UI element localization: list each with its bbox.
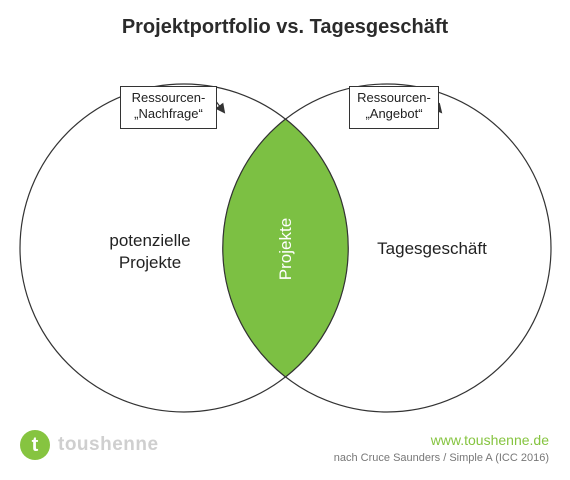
intersection-label: Projekte: [276, 218, 295, 280]
resource-demand-box: Ressourcen- „Nachfrage“: [120, 86, 217, 129]
resource-supply-box: Ressourcen- „Angebot“: [349, 86, 439, 129]
resource-demand-line-2: „Nachfrage“: [134, 106, 203, 121]
website-link[interactable]: www.toushenne.de: [430, 432, 549, 448]
right-circle-label-line-1: Tagesgeschäft: [377, 239, 487, 258]
left-circle-label: potenzielle Projekte: [85, 230, 215, 274]
left-circle-label-line-1: potenzielle: [109, 231, 191, 250]
resource-demand-line-1: Ressourcen-: [131, 90, 206, 105]
left-circle-label-line-2: Projekte: [118, 253, 182, 272]
logo-text: toushenne: [58, 434, 159, 455]
toushenne-logo: t toushenne: [20, 428, 159, 462]
intersection-lens: [222, 118, 349, 378]
diagram-title: Projektportfolio vs. Tagesgeschäft: [121, 16, 449, 38]
logo-mark: t: [20, 430, 50, 460]
resource-supply-line-1: Ressourcen-: [357, 90, 431, 105]
right-circle-label: Tagesgeschäft: [362, 238, 502, 260]
resource-supply-line-2: „Angebot“: [365, 106, 423, 121]
source-credit: nach Cruce Saunders / Simple A (ICC 2016…: [333, 452, 549, 464]
